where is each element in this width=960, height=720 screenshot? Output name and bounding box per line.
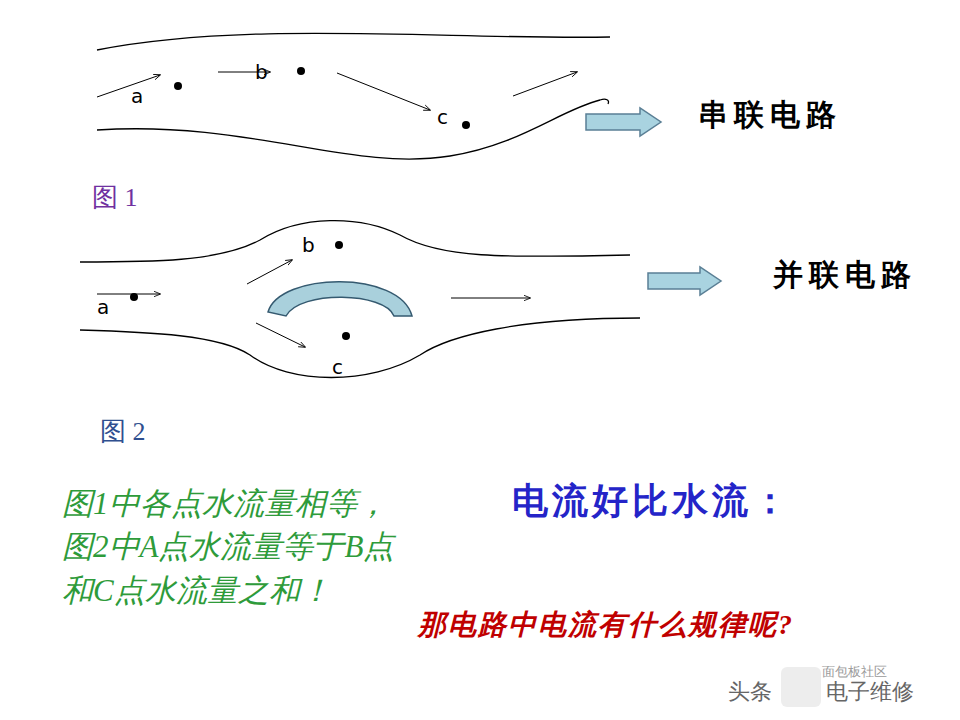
block-arrow <box>586 108 661 136</box>
flow-points <box>174 67 470 129</box>
obstacle-island <box>268 282 412 316</box>
point-label: a <box>131 84 143 108</box>
figure-number: 图 1 <box>92 182 138 213</box>
watermark: 面包板社区 <box>822 664 887 680</box>
flow-arrows <box>97 260 530 347</box>
circuit-title: 并联电路 <box>773 257 917 293</box>
point-label: c <box>437 105 448 129</box>
explanation-note: 图1中各点水流量相等，图2中A点水流量等于B点和C点水流量之和！ <box>62 482 407 612</box>
circuit-title: 串联电路 <box>698 97 842 133</box>
flow-arrows <box>97 72 577 110</box>
watermark-logo <box>781 667 821 707</box>
point-label: c <box>332 355 343 379</box>
watermark: 电子维修 <box>826 679 914 705</box>
point-label: a <box>97 295 109 319</box>
flow-points <box>130 241 350 340</box>
point-label: b <box>255 60 268 84</box>
series-channel <box>97 33 610 159</box>
figure-number: 图 2 <box>100 416 146 447</box>
watermark: 头条 <box>728 679 772 705</box>
block-arrow <box>648 267 721 295</box>
parallel-channel <box>80 221 640 378</box>
question-text: 那电路中电流有什么规律呢? <box>418 608 794 642</box>
point-label: b <box>302 233 315 257</box>
analogy-heading: 电流好比水流： <box>512 480 792 523</box>
